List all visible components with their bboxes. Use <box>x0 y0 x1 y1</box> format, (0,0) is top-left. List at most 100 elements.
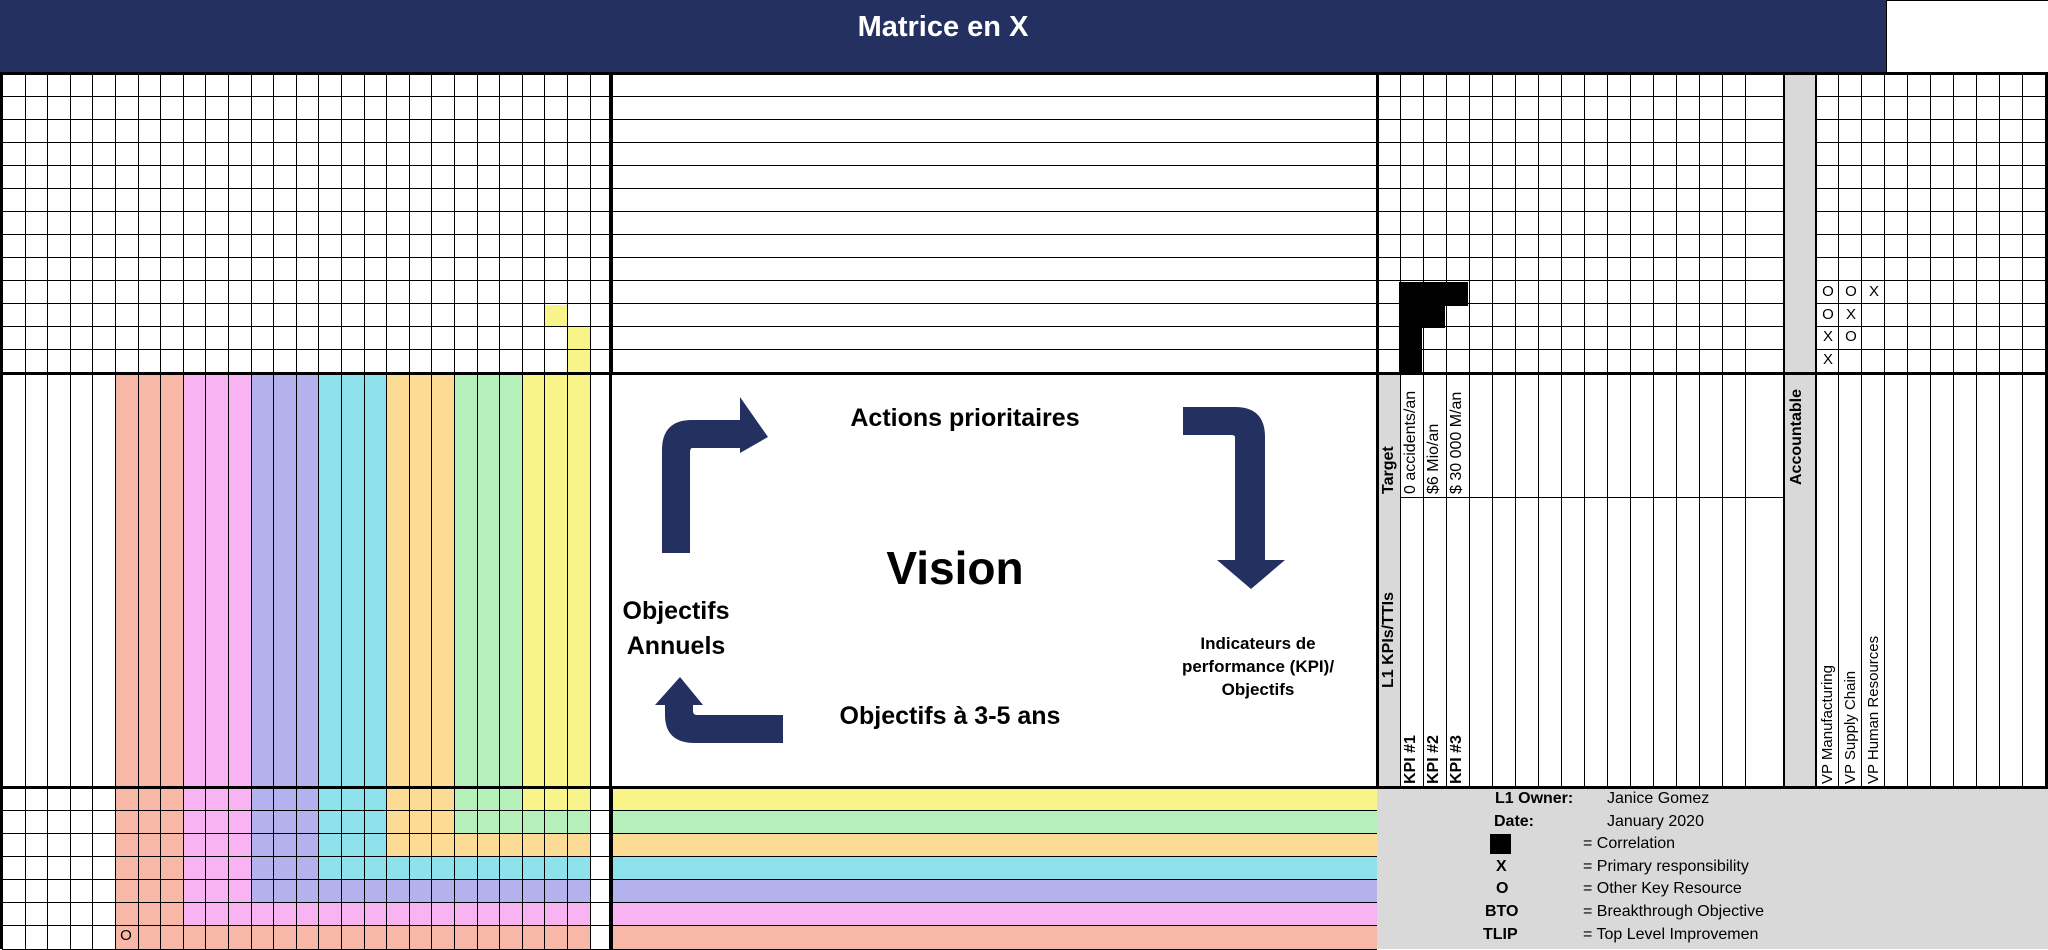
band-cell <box>160 833 183 856</box>
grid-hline <box>2 349 611 350</box>
band-cell <box>477 833 499 856</box>
grid-hline <box>611 902 1377 903</box>
band-column <box>341 373 364 787</box>
band-cell <box>544 856 567 879</box>
grid-hline <box>611 280 1377 281</box>
grid-hline <box>1377 142 1783 143</box>
band-cell <box>205 787 228 810</box>
grid-hline <box>611 142 1377 143</box>
band-column <box>499 373 522 787</box>
band-cell <box>228 902 251 925</box>
band-cell <box>544 879 567 902</box>
band-cell <box>454 879 477 902</box>
accountable-mark: X <box>1868 283 1879 300</box>
band-cell <box>160 925 183 949</box>
band-cell <box>386 810 409 833</box>
band-cell <box>251 810 273 833</box>
vp-manufacturing-label: VP Manufacturing <box>1819 665 1836 784</box>
band-column <box>409 373 431 787</box>
band-cell <box>160 787 183 810</box>
band-column <box>228 373 251 787</box>
band-cell <box>205 833 228 856</box>
actions-prioritaires-label: Actions prioritaires <box>850 404 1080 432</box>
grid-vline <box>567 73 568 949</box>
grid-hline <box>1815 211 2048 212</box>
border-top <box>0 72 2048 75</box>
band-cell <box>409 833 431 856</box>
kpi-1-target: 0 accidents/an <box>1402 390 1419 494</box>
kpi-label-column <box>1377 373 1401 787</box>
grid-hline <box>611 119 1377 120</box>
objective-row <box>611 879 1377 902</box>
band-cell <box>138 787 160 810</box>
correlation-cell <box>1399 306 1445 328</box>
band-cell <box>273 902 296 925</box>
grid-vline <box>1838 73 1839 787</box>
band-cell <box>477 879 499 902</box>
grid-hline <box>2 856 611 857</box>
band-cell <box>318 810 341 833</box>
band-column <box>477 373 499 787</box>
date-label: Date: <box>1494 813 1535 830</box>
band-cell <box>499 810 522 833</box>
band-cell <box>205 810 228 833</box>
band-cell <box>183 787 205 810</box>
band-cell <box>115 787 138 810</box>
band-cell <box>386 787 409 810</box>
grid-hline <box>1377 303 1783 304</box>
grid-hline <box>611 96 1377 97</box>
band-cell <box>115 810 138 833</box>
grid-hline <box>1815 280 2048 281</box>
grid-vline <box>1584 73 1585 787</box>
band-column <box>567 373 590 787</box>
grid-vline <box>1400 73 1401 787</box>
accountable-left-border <box>1783 73 1785 787</box>
band-cell <box>228 856 251 879</box>
band-cell <box>454 787 477 810</box>
kpi-section-label: L1 KPIs/TTIs <box>1380 591 1397 688</box>
band-cell <box>544 833 567 856</box>
black-square-icon <box>1490 834 1511 854</box>
band-cell <box>115 833 138 856</box>
band-cell <box>296 902 318 925</box>
grid-vline <box>1423 73 1424 787</box>
grid-vline <box>1515 73 1516 787</box>
grid-vline <box>1630 73 1631 787</box>
band-cell <box>567 787 590 810</box>
grid-vline <box>25 73 26 949</box>
band-column <box>115 373 138 787</box>
band-cell <box>477 810 499 833</box>
grid-vline <box>341 73 342 949</box>
title-right-box-left <box>1886 0 1887 73</box>
band-cell <box>522 879 544 902</box>
band-cell <box>251 787 273 810</box>
grid-hline <box>611 810 1377 811</box>
arrow-left-up-icon <box>655 677 783 743</box>
objective-row <box>611 833 1377 856</box>
grid-vline <box>1492 73 1493 787</box>
band-cell <box>544 925 567 949</box>
accountable-mark: O <box>1845 328 1857 346</box>
band-cell <box>341 925 364 949</box>
grid-hline <box>1377 349 1783 350</box>
band-cell <box>544 787 567 810</box>
band-cell <box>364 902 386 925</box>
band-cell <box>318 902 341 925</box>
vp-human-resources-label: VP Human Resources <box>1865 635 1882 784</box>
band-column <box>522 373 544 787</box>
band-cell <box>544 305 567 327</box>
band-cell <box>341 810 364 833</box>
objectifs-annuels-label: Objectifs Annuels <box>622 597 730 660</box>
band-cell <box>183 833 205 856</box>
grid-hline <box>611 349 1377 350</box>
grid-vline <box>2022 73 2023 787</box>
band-cell <box>364 833 386 856</box>
grid-hline <box>1815 234 2048 235</box>
grid-vline <box>1699 73 1700 787</box>
border-mid-top <box>0 372 2048 375</box>
grid-hline <box>611 257 1377 258</box>
band-cell <box>251 833 273 856</box>
band-column <box>205 373 228 787</box>
band-cell <box>409 902 431 925</box>
band-cell <box>567 902 590 925</box>
